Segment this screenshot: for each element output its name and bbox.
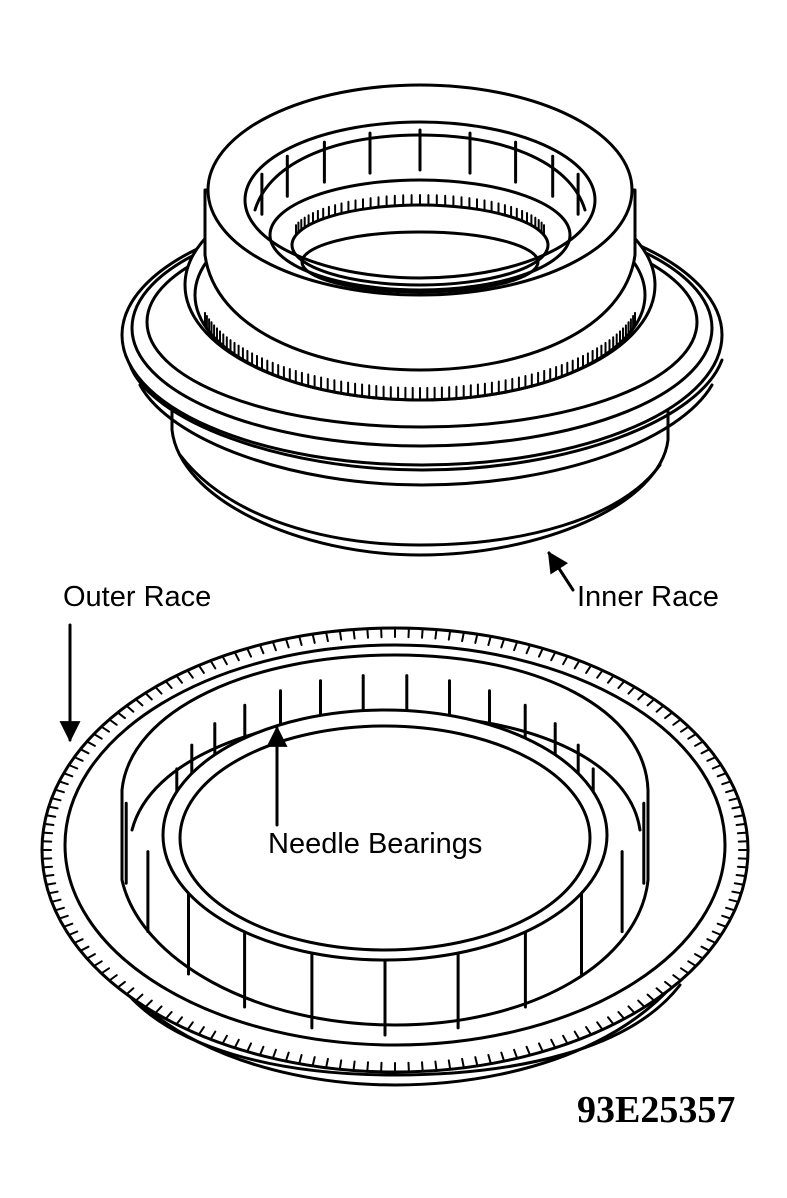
inner-race-label: Inner Race	[577, 581, 719, 613]
inner-race-cage-windows	[260, 128, 580, 216]
figure-id: 93E25357	[577, 1089, 735, 1131]
inner-race-needle-teeth	[295, 194, 545, 237]
inner-race-leader-arrow	[547, 551, 575, 592]
inner-race-drawing	[120, 83, 724, 557]
outer-race-label: Outer Race	[63, 581, 211, 613]
needle-bearings-callout: Needle Bearings	[266, 725, 482, 860]
inner-race-callout: Inner Race	[547, 551, 719, 613]
outer-race-callout: Outer Race	[59, 581, 211, 743]
outer-race-teeth	[41, 627, 749, 1073]
outer-race-drawing	[40, 626, 750, 1087]
outer-race-cage-lugs	[124, 801, 646, 1037]
inner-race-needle-row	[204, 311, 636, 401]
needle-bearings-label: Needle Bearings	[268, 828, 482, 860]
